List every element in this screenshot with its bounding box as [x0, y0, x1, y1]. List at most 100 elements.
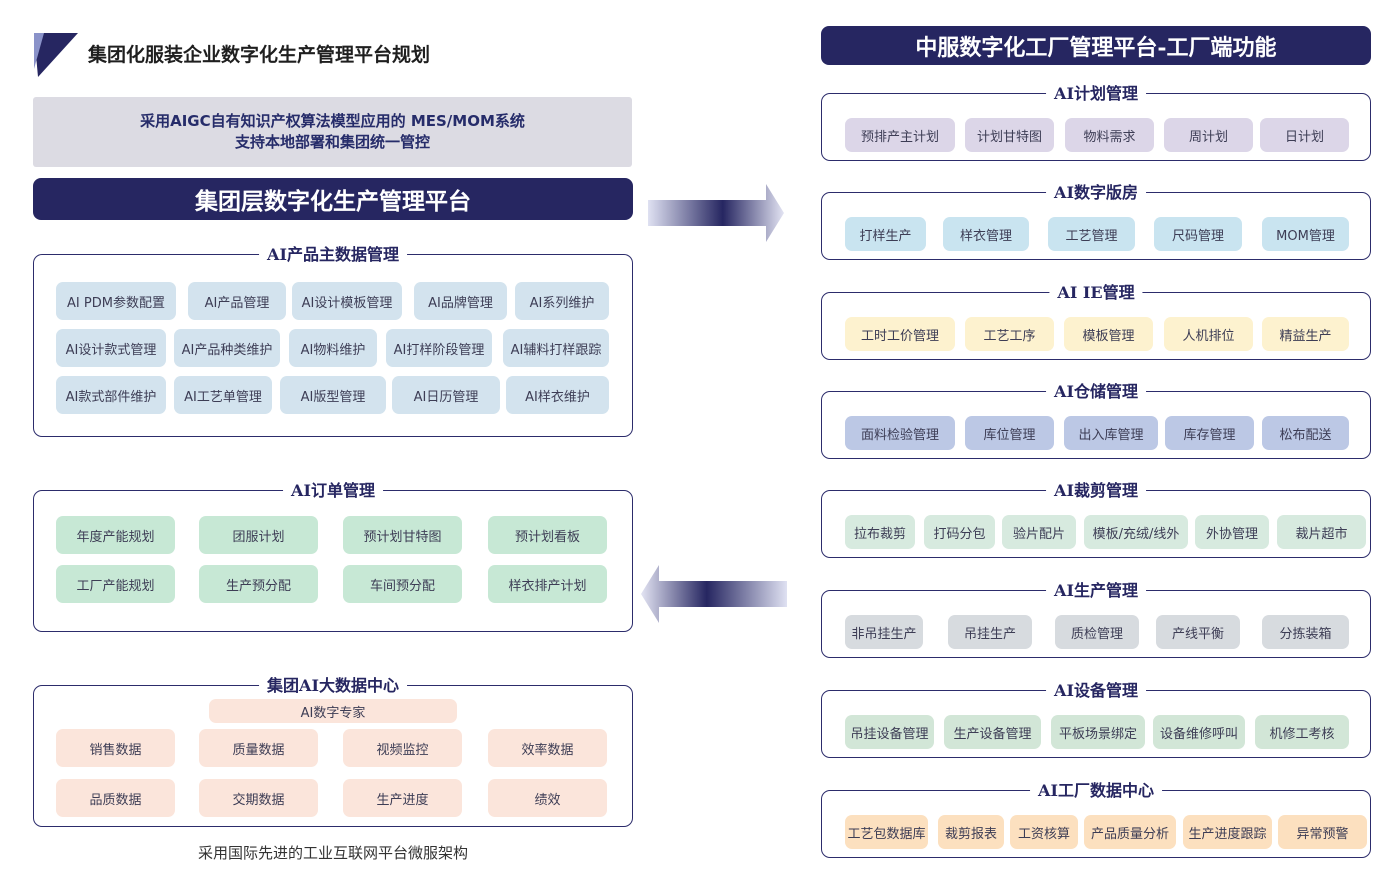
ai-expert-chip[interactable]: AI数字专家	[209, 699, 457, 723]
module-chip[interactable]: 样衣管理	[943, 217, 1029, 251]
group-platform-title: 集团层数字化生产管理平台	[33, 178, 633, 220]
module-chip[interactable]: 吊挂设备管理	[845, 715, 934, 749]
module-chip[interactable]: 人机排位	[1164, 317, 1253, 351]
module-chip[interactable]: 样衣排产计划	[488, 565, 607, 603]
module-chip[interactable]: 吊挂生产	[948, 615, 1032, 649]
architecture-footnote: 采用国际先进的工业互联网平台微服架构	[197, 844, 468, 862]
module-chip[interactable]: 工艺工序	[965, 317, 1054, 351]
panel-title: AI工厂数据中心	[1030, 780, 1162, 802]
module-chip[interactable]: 生产预分配	[199, 565, 318, 603]
module-chip[interactable]: AI辅料打样跟踪	[503, 329, 609, 367]
module-chip[interactable]: 日计划	[1260, 118, 1349, 152]
panel-title: AI计划管理	[1046, 83, 1146, 105]
module-chip[interactable]: 机修工考核	[1255, 715, 1349, 749]
module-chip[interactable]: 裁剪报表	[938, 815, 1004, 849]
module-chip[interactable]: 预排产主计划	[845, 118, 955, 152]
banner-line-2: 支持本地部署和集团统一管控	[234, 133, 430, 151]
panel-title: AI生产管理	[1046, 580, 1146, 602]
module-chip[interactable]: 年度产能规划	[56, 516, 175, 554]
module-chip[interactable]: 产线平衡	[1156, 615, 1240, 649]
module-chip[interactable]: AI PDM参数配置	[56, 282, 176, 320]
module-chip[interactable]: 车间预分配	[343, 565, 462, 603]
module-chip[interactable]: 工资核算	[1010, 815, 1078, 849]
module-chip[interactable]: AI品牌管理	[414, 282, 507, 320]
module-chip[interactable]: AI打样阶段管理	[386, 329, 492, 367]
logo-triangle-icon	[34, 33, 78, 77]
banner-line-1: 采用AIGC自有知识产权算法模型应用的 MES/MOM系统	[140, 112, 525, 130]
module-chip[interactable]: 预计划看板	[488, 516, 607, 554]
module-chip[interactable]: 工艺包数据库	[845, 815, 928, 849]
module-chip[interactable]: 视频监控	[343, 729, 462, 767]
module-chip[interactable]: 质量数据	[199, 729, 318, 767]
module-chip[interactable]: AI样衣维护	[506, 376, 609, 414]
module-chip[interactable]: 非吊挂生产	[845, 615, 923, 649]
module-chip[interactable]: 工艺管理	[1048, 217, 1135, 251]
system-description-banner: 采用AIGC自有知识产权算法模型应用的 MES/MOM系统 支持本地部署和集团统…	[33, 97, 632, 167]
factory-platform-title: 中服数字化工厂管理平台-工厂端功能	[821, 26, 1371, 65]
module-chip[interactable]: 工厂产能规划	[56, 565, 175, 603]
module-chip[interactable]: 验片配片	[1002, 515, 1076, 549]
module-chip[interactable]: 销售数据	[56, 729, 175, 767]
module-chip[interactable]: 打码分包	[924, 515, 995, 549]
module-chip[interactable]: 生产设备管理	[944, 715, 1041, 749]
group-data-center-panel: 集团AI大数据中心 AI数字专家 销售数据 质量数据 视频监控 效率数据 品质数…	[33, 675, 633, 827]
module-chip[interactable]: 生产进度	[343, 779, 462, 817]
module-chip[interactable]: AI工艺单管理	[174, 376, 272, 414]
module-chip[interactable]: 品质数据	[56, 779, 175, 817]
module-chip[interactable]: 面料检验管理	[845, 416, 955, 450]
module-chip[interactable]: 物料需求	[1065, 118, 1154, 152]
factory-module-plan: AI计划管理 预排产主计划 计划甘特图 物料需求 周计划 日计划	[821, 83, 1371, 161]
module-chip[interactable]: 生产进度跟踪	[1183, 815, 1272, 849]
module-chip[interactable]: 外协管理	[1195, 515, 1269, 549]
module-chip[interactable]: AI日历管理	[392, 376, 500, 414]
module-chip[interactable]: 绩效	[488, 779, 607, 817]
module-chip[interactable]: 裁片超市	[1277, 515, 1366, 549]
module-chip[interactable]: 库位管理	[965, 416, 1054, 450]
module-chip[interactable]: AI物料维护	[289, 329, 377, 367]
factory-module-ie: AI IE管理 工时工价管理 工艺工序 模板管理 人机排位 精益生产	[821, 282, 1371, 360]
module-chip[interactable]: 出入库管理	[1064, 416, 1158, 450]
panel-title: AI裁剪管理	[1046, 480, 1146, 502]
panel-title: AI仓储管理	[1046, 381, 1146, 403]
module-chip[interactable]: 质检管理	[1055, 615, 1139, 649]
module-chip[interactable]: 工时工价管理	[845, 317, 955, 351]
factory-module-cutting: AI裁剪管理 拉布裁剪 打码分包 验片配片 模板/充绒/线外 外协管理 裁片超市	[821, 480, 1371, 558]
module-chip[interactable]: AI版型管理	[280, 376, 386, 414]
module-chip[interactable]: AI设计款式管理	[56, 329, 166, 367]
module-chip[interactable]: 平板场景绑定	[1051, 715, 1145, 749]
order-management-panel: AI订单管理 年度产能规划 团服计划 预计划甘特图 预计划看板 工厂产能规划 生…	[33, 480, 633, 632]
page-title: 集团化服装企业数字化生产管理平台规划	[88, 44, 431, 66]
panel-title: AI IE管理	[1049, 282, 1143, 304]
module-chip[interactable]: AI产品管理	[188, 282, 286, 320]
module-chip[interactable]: 设备维修呼叫	[1153, 715, 1245, 749]
module-chip[interactable]: 预计划甘特图	[343, 516, 462, 554]
module-chip[interactable]: 计划甘特图	[965, 118, 1054, 152]
panel-title: AI数字版房	[1046, 182, 1146, 204]
module-chip[interactable]: 松布配送	[1262, 416, 1349, 450]
factory-module-production: AI生产管理 非吊挂生产 吊挂生产 质检管理 产线平衡 分拣装箱	[821, 580, 1371, 658]
module-chip[interactable]: AI产品种类维护	[174, 329, 280, 367]
module-chip[interactable]: AI款式部件维护	[56, 376, 166, 414]
panel-title: AI设备管理	[1046, 680, 1146, 702]
module-chip[interactable]: 库存管理	[1165, 416, 1254, 450]
module-chip[interactable]: 团服计划	[199, 516, 318, 554]
module-chip[interactable]: 分拣装箱	[1262, 615, 1349, 649]
module-chip[interactable]: MOM管理	[1262, 217, 1349, 251]
module-chip[interactable]: 交期数据	[199, 779, 318, 817]
module-chip[interactable]: 拉布裁剪	[845, 515, 915, 549]
module-chip[interactable]: 精益生产	[1262, 317, 1349, 351]
module-chip[interactable]: 尺码管理	[1154, 217, 1242, 251]
module-chip[interactable]: 产品质量分析	[1084, 815, 1176, 849]
module-chip[interactable]: 模板/充绒/线外	[1084, 515, 1188, 549]
module-chip[interactable]: AI设计模板管理	[292, 282, 402, 320]
module-chip[interactable]: 周计划	[1164, 118, 1253, 152]
factory-module-equipment: AI设备管理 吊挂设备管理 生产设备管理 平板场景绑定 设备维修呼叫 机修工考核	[821, 680, 1371, 758]
module-chip[interactable]: 模板管理	[1064, 317, 1153, 351]
module-chip[interactable]: 效率数据	[488, 729, 607, 767]
module-chip[interactable]: 打样生产	[845, 217, 926, 251]
arrow-left-icon	[641, 565, 787, 623]
factory-module-warehouse: AI仓储管理 面料检验管理 库位管理 出入库管理 库存管理 松布配送	[821, 381, 1371, 459]
panel-title: 集团AI大数据中心	[259, 675, 407, 697]
module-chip[interactable]: AI系列维护	[515, 282, 609, 320]
module-chip[interactable]: 异常预警	[1278, 815, 1367, 849]
